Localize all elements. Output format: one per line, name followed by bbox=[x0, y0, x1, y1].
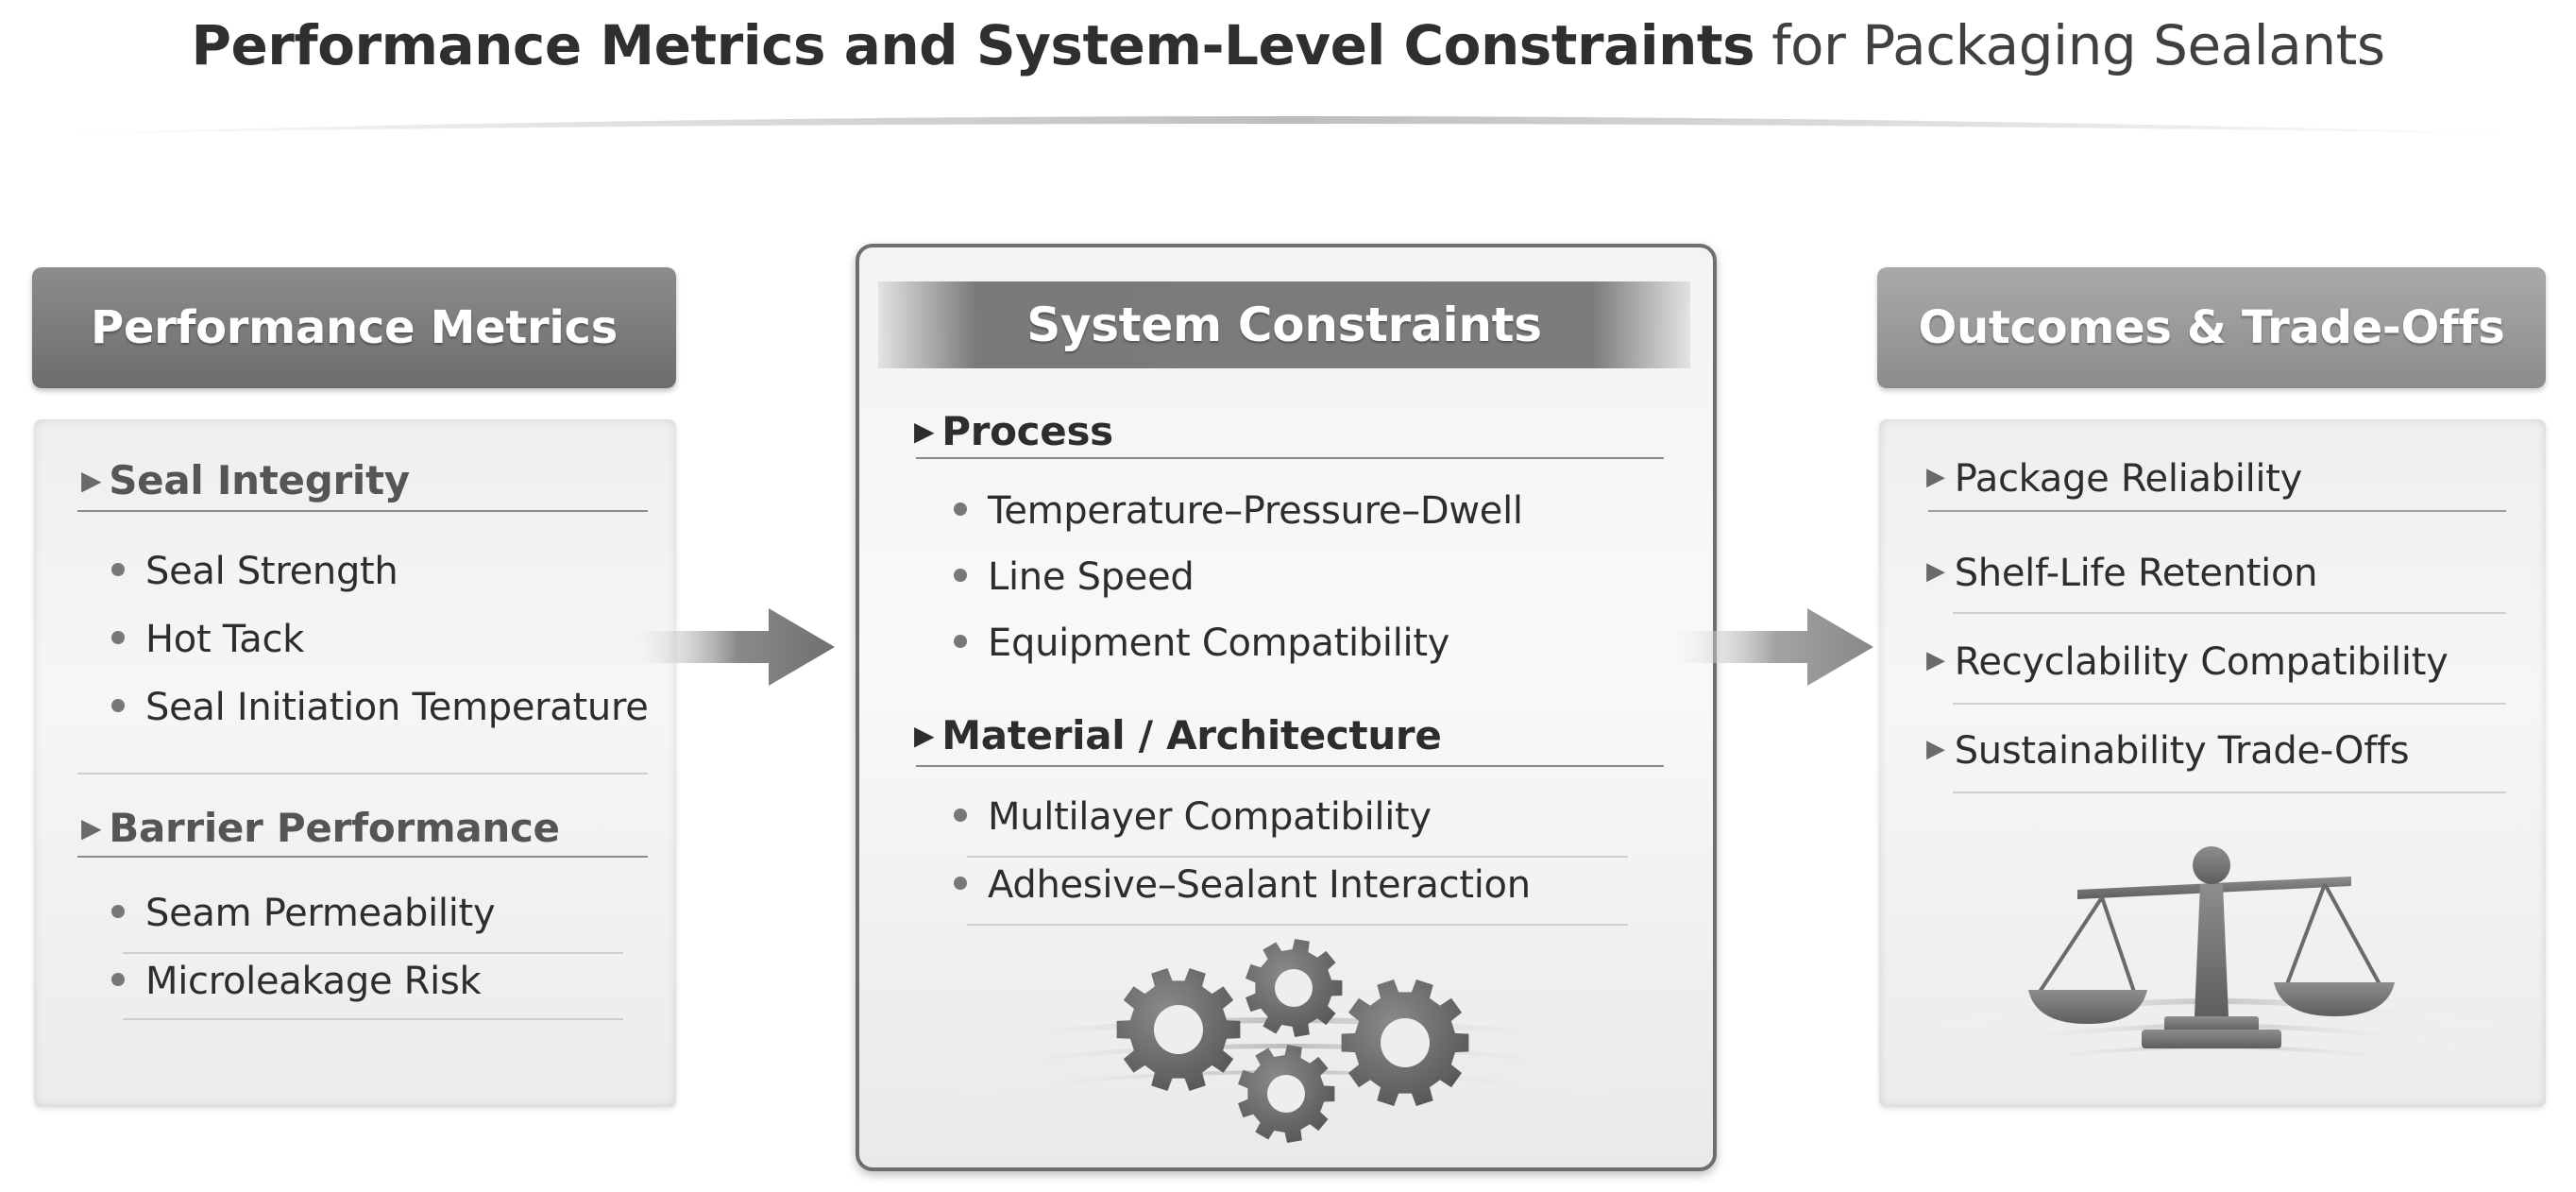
gear-hole bbox=[1154, 1005, 1203, 1054]
triangle-right-icon: ▶ bbox=[914, 416, 935, 447]
list-item: Line Speed bbox=[954, 555, 1195, 599]
title-light: for Packaging Sealants bbox=[1771, 13, 2385, 77]
outcome-divider bbox=[1953, 612, 2506, 614]
bullet-icon bbox=[111, 973, 125, 986]
outcome-rule bbox=[1928, 510, 2506, 512]
outcomes-tradeoffs-header: Outcomes & Trade-Offs bbox=[1877, 267, 2546, 388]
material-architecture-heading: ▶Material / Architecture bbox=[914, 712, 1442, 758]
title-underline bbox=[38, 116, 2538, 134]
outcome-item: ▶Package Reliability bbox=[1926, 457, 2302, 501]
title-bold: Performance Metrics and System-Level Con… bbox=[191, 13, 1755, 77]
item-divider bbox=[123, 1018, 623, 1020]
outcome-divider bbox=[1953, 703, 2506, 705]
process-rule bbox=[916, 457, 1664, 459]
outcome-item: ▶Sustainability Trade-Offs bbox=[1926, 729, 2410, 773]
triangle-right-icon: ▶ bbox=[1926, 557, 1945, 586]
list-item: Seal Strength bbox=[111, 550, 398, 593]
list-item: Hot Tack bbox=[111, 618, 304, 661]
arrow-right-icon bbox=[618, 608, 835, 686]
bullet-icon bbox=[954, 569, 967, 582]
material-architecture-rule bbox=[916, 765, 1664, 767]
barrier-performance-rule bbox=[77, 856, 648, 858]
seal-integrity-rule bbox=[77, 510, 648, 512]
performance-metrics-panel bbox=[34, 419, 676, 1107]
bullet-icon bbox=[111, 699, 125, 712]
bullet-icon bbox=[954, 502, 967, 516]
bullet-icon bbox=[954, 635, 967, 648]
triangle-right-icon: ▶ bbox=[81, 465, 102, 496]
bullet-icon bbox=[954, 809, 967, 822]
list-item: Multilayer Compatibility bbox=[954, 795, 1432, 839]
system-constraints-header: System Constraints bbox=[878, 281, 1690, 368]
page-title: Performance Metrics and System-Level Con… bbox=[0, 13, 2576, 77]
seal-integrity-heading: ▶Seal Integrity bbox=[81, 457, 410, 503]
gear-hole bbox=[1267, 1075, 1305, 1113]
performance-metrics-header: Performance Metrics bbox=[32, 267, 676, 388]
bullet-icon bbox=[954, 877, 967, 890]
triangle-right-icon: ▶ bbox=[1926, 646, 1945, 674]
list-item: Seal Initiation Temperature bbox=[111, 686, 649, 729]
triangle-right-icon: ▶ bbox=[1926, 735, 1945, 763]
triangle-right-icon: ▶ bbox=[81, 812, 102, 843]
barrier-performance-heading: ▶Barrier Performance bbox=[81, 805, 560, 851]
list-item: Seam Permeability bbox=[111, 892, 496, 935]
triangle-right-icon: ▶ bbox=[1926, 463, 1945, 491]
item-divider bbox=[967, 924, 1628, 926]
outcome-divider bbox=[1953, 792, 2506, 793]
gear-hole bbox=[1381, 1018, 1430, 1067]
list-item: Adhesive–Sealant Interaction bbox=[954, 863, 1531, 907]
item-divider bbox=[967, 856, 1628, 858]
triangle-right-icon: ▶ bbox=[914, 720, 935, 751]
item-divider bbox=[123, 952, 623, 954]
arrow-right-icon bbox=[1656, 608, 1873, 686]
gear-hole bbox=[1275, 969, 1313, 1007]
bullet-icon bbox=[111, 631, 125, 644]
bullet-icon bbox=[111, 563, 125, 576]
section-divider bbox=[77, 773, 648, 775]
balance-scale-icon bbox=[1925, 846, 2503, 1071]
list-item: Equipment Compatibility bbox=[954, 622, 1449, 665]
bullet-icon bbox=[111, 905, 125, 918]
list-item: Temperature–Pressure–Dwell bbox=[954, 489, 1523, 533]
process-heading: ▶Process bbox=[914, 408, 1113, 454]
gears-icon bbox=[924, 939, 1644, 1143]
list-item: Microleakage Risk bbox=[111, 960, 482, 1003]
outcome-item: ▶Recyclability Compatibility bbox=[1926, 640, 2449, 684]
outcome-item: ▶Shelf-Life Retention bbox=[1926, 552, 2318, 595]
